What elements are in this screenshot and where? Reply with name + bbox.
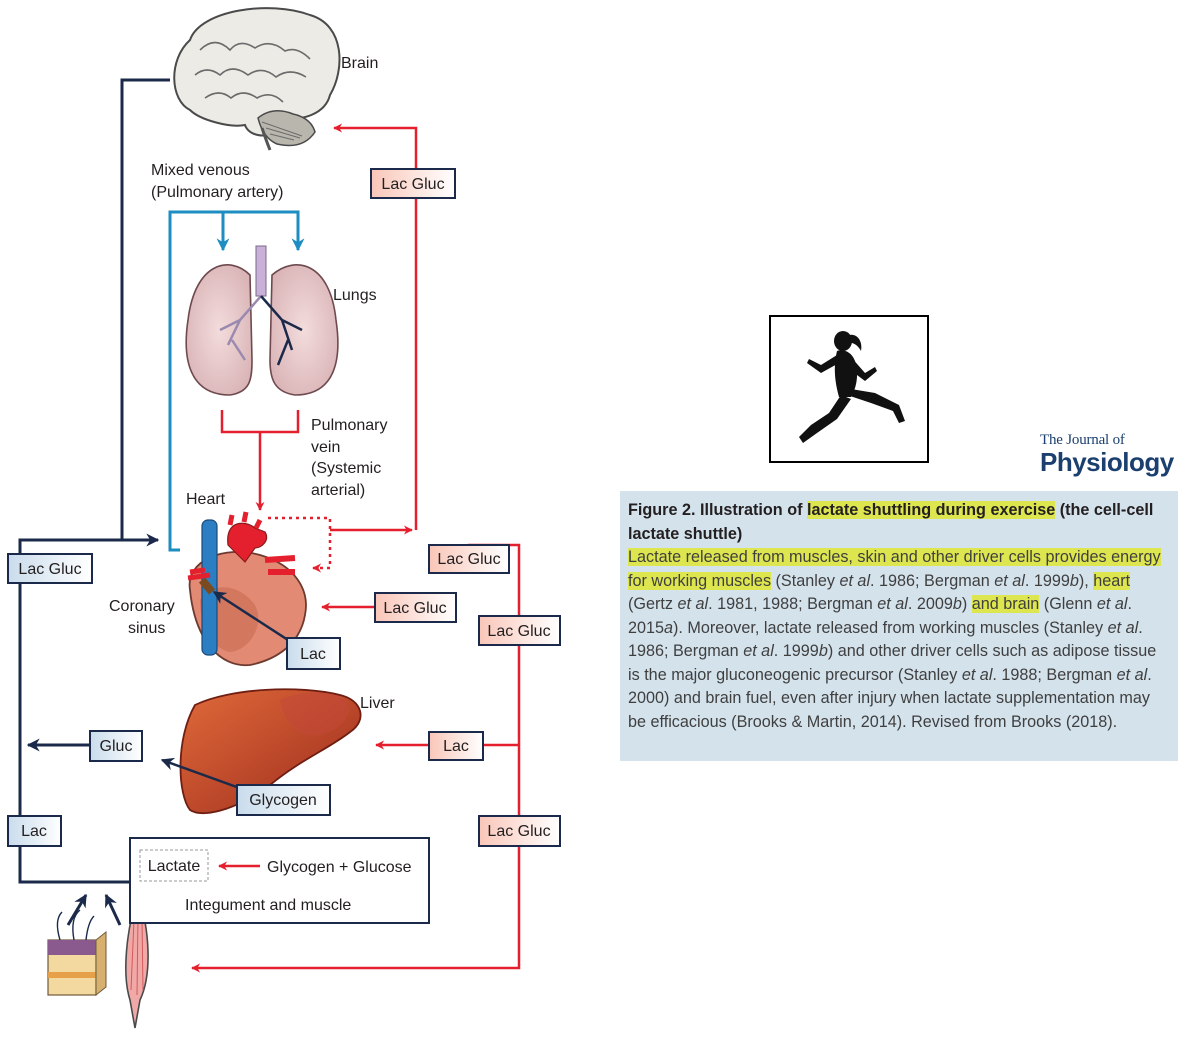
muscle-icon <box>125 892 149 1029</box>
glycogen-arrow <box>160 757 246 792</box>
brain-label: Brain <box>341 55 378 72</box>
runner-icon <box>799 331 905 443</box>
pulmonary-vein-label-1: Pulmonary <box>311 417 387 434</box>
svg-text:Lac Gluc: Lac Gluc <box>18 561 81 578</box>
red-coronary-dotted <box>268 516 332 573</box>
red-brain-supply <box>333 123 418 530</box>
navy-return-line <box>120 78 170 547</box>
svg-text:Lac Gluc: Lac Gluc <box>487 823 550 840</box>
pulmonary-artery-label: (Pulmonary artery) <box>151 184 283 201</box>
box-muscle-lac-gluc: Lac Gluc <box>478 815 561 847</box>
caption-body: Lactate released from muscles, skin and … <box>628 548 1161 731</box>
integument-label: Integument and muscle <box>185 897 351 914</box>
box-left-lac: Lac <box>7 815 62 847</box>
svg-text:Lac: Lac <box>300 646 326 663</box>
svg-text:Lac: Lac <box>443 738 469 755</box>
pulmonary-vein-label-4: arterial) <box>311 482 365 499</box>
pulmonary-vein-label-3: (Systemic <box>311 460 381 477</box>
box-brain-lac-gluc: Lac Gluc <box>370 168 456 199</box>
heart-icon <box>187 511 307 666</box>
coronary-label-1: Coronary <box>109 598 175 615</box>
box-liver-gluc: Gluc <box>89 730 143 762</box>
svg-text:Lac Gluc: Lac Gluc <box>437 551 500 568</box>
coronary-arrow <box>212 590 289 642</box>
navy-systemic-line <box>18 538 130 884</box>
box-liver-lac: Lac <box>428 731 484 761</box>
skin-arrow <box>66 893 88 926</box>
box-heart-in-lac-gluc: Lac Gluc <box>374 592 457 623</box>
svg-text:Lac: Lac <box>21 823 47 840</box>
brain-icon <box>173 7 341 151</box>
skin-icon <box>47 909 107 997</box>
journal-logo-line1: The Journal of <box>1040 432 1125 448</box>
box-heart-out-lac-gluc: Lac Gluc <box>428 544 510 574</box>
pulmonary-vein-label-2: vein <box>311 439 340 456</box>
lungs-icon <box>185 245 339 396</box>
blue-venous-line <box>168 210 305 552</box>
lactate-shuttle-diagram: Brain Mixed venous (Pulmonary artery) Lu… <box>7 7 561 1029</box>
journal-logo: The Journal of Physiology <box>1040 432 1180 476</box>
box-glycogen: Glycogen <box>236 784 331 816</box>
svg-text:Lac Gluc: Lac Gluc <box>383 600 446 617</box>
liver-label: Liver <box>360 695 395 712</box>
box-coronary-lac: Lac <box>286 637 341 670</box>
lactate-label: Lactate <box>148 858 201 875</box>
muscle-arrow <box>104 893 122 926</box>
svg-text:Lac Gluc: Lac Gluc <box>487 623 550 640</box>
coronary-label-2: sinus <box>128 620 165 637</box>
journal-logo-line2: Physiology <box>1040 447 1174 477</box>
svg-text:Gluc: Gluc <box>100 738 133 755</box>
svg-text:Lac Gluc: Lac Gluc <box>381 176 444 193</box>
heart-label: Heart <box>186 491 226 508</box>
svg-text:Glycogen: Glycogen <box>249 792 317 809</box>
box-venous-lac-gluc: Lac Gluc <box>7 553 93 584</box>
red-pulmonary-line <box>220 410 300 434</box>
caption-title: Figure 2. Illustration of lactate shuttl… <box>628 501 1154 543</box>
glycogen-glucose-label: Glycogen + Glucose <box>267 859 412 876</box>
box-right-lac-gluc: Lac Gluc <box>478 615 561 646</box>
runner-frame <box>769 315 929 463</box>
figure-caption: Figure 2. Illustration of lactate shuttl… <box>620 491 1178 761</box>
integument-muscle-panel: Lactate Glycogen + Glucose Integument an… <box>129 837 430 924</box>
lungs-label: Lungs <box>333 287 377 304</box>
mixed-venous-label: Mixed venous <box>151 162 250 179</box>
